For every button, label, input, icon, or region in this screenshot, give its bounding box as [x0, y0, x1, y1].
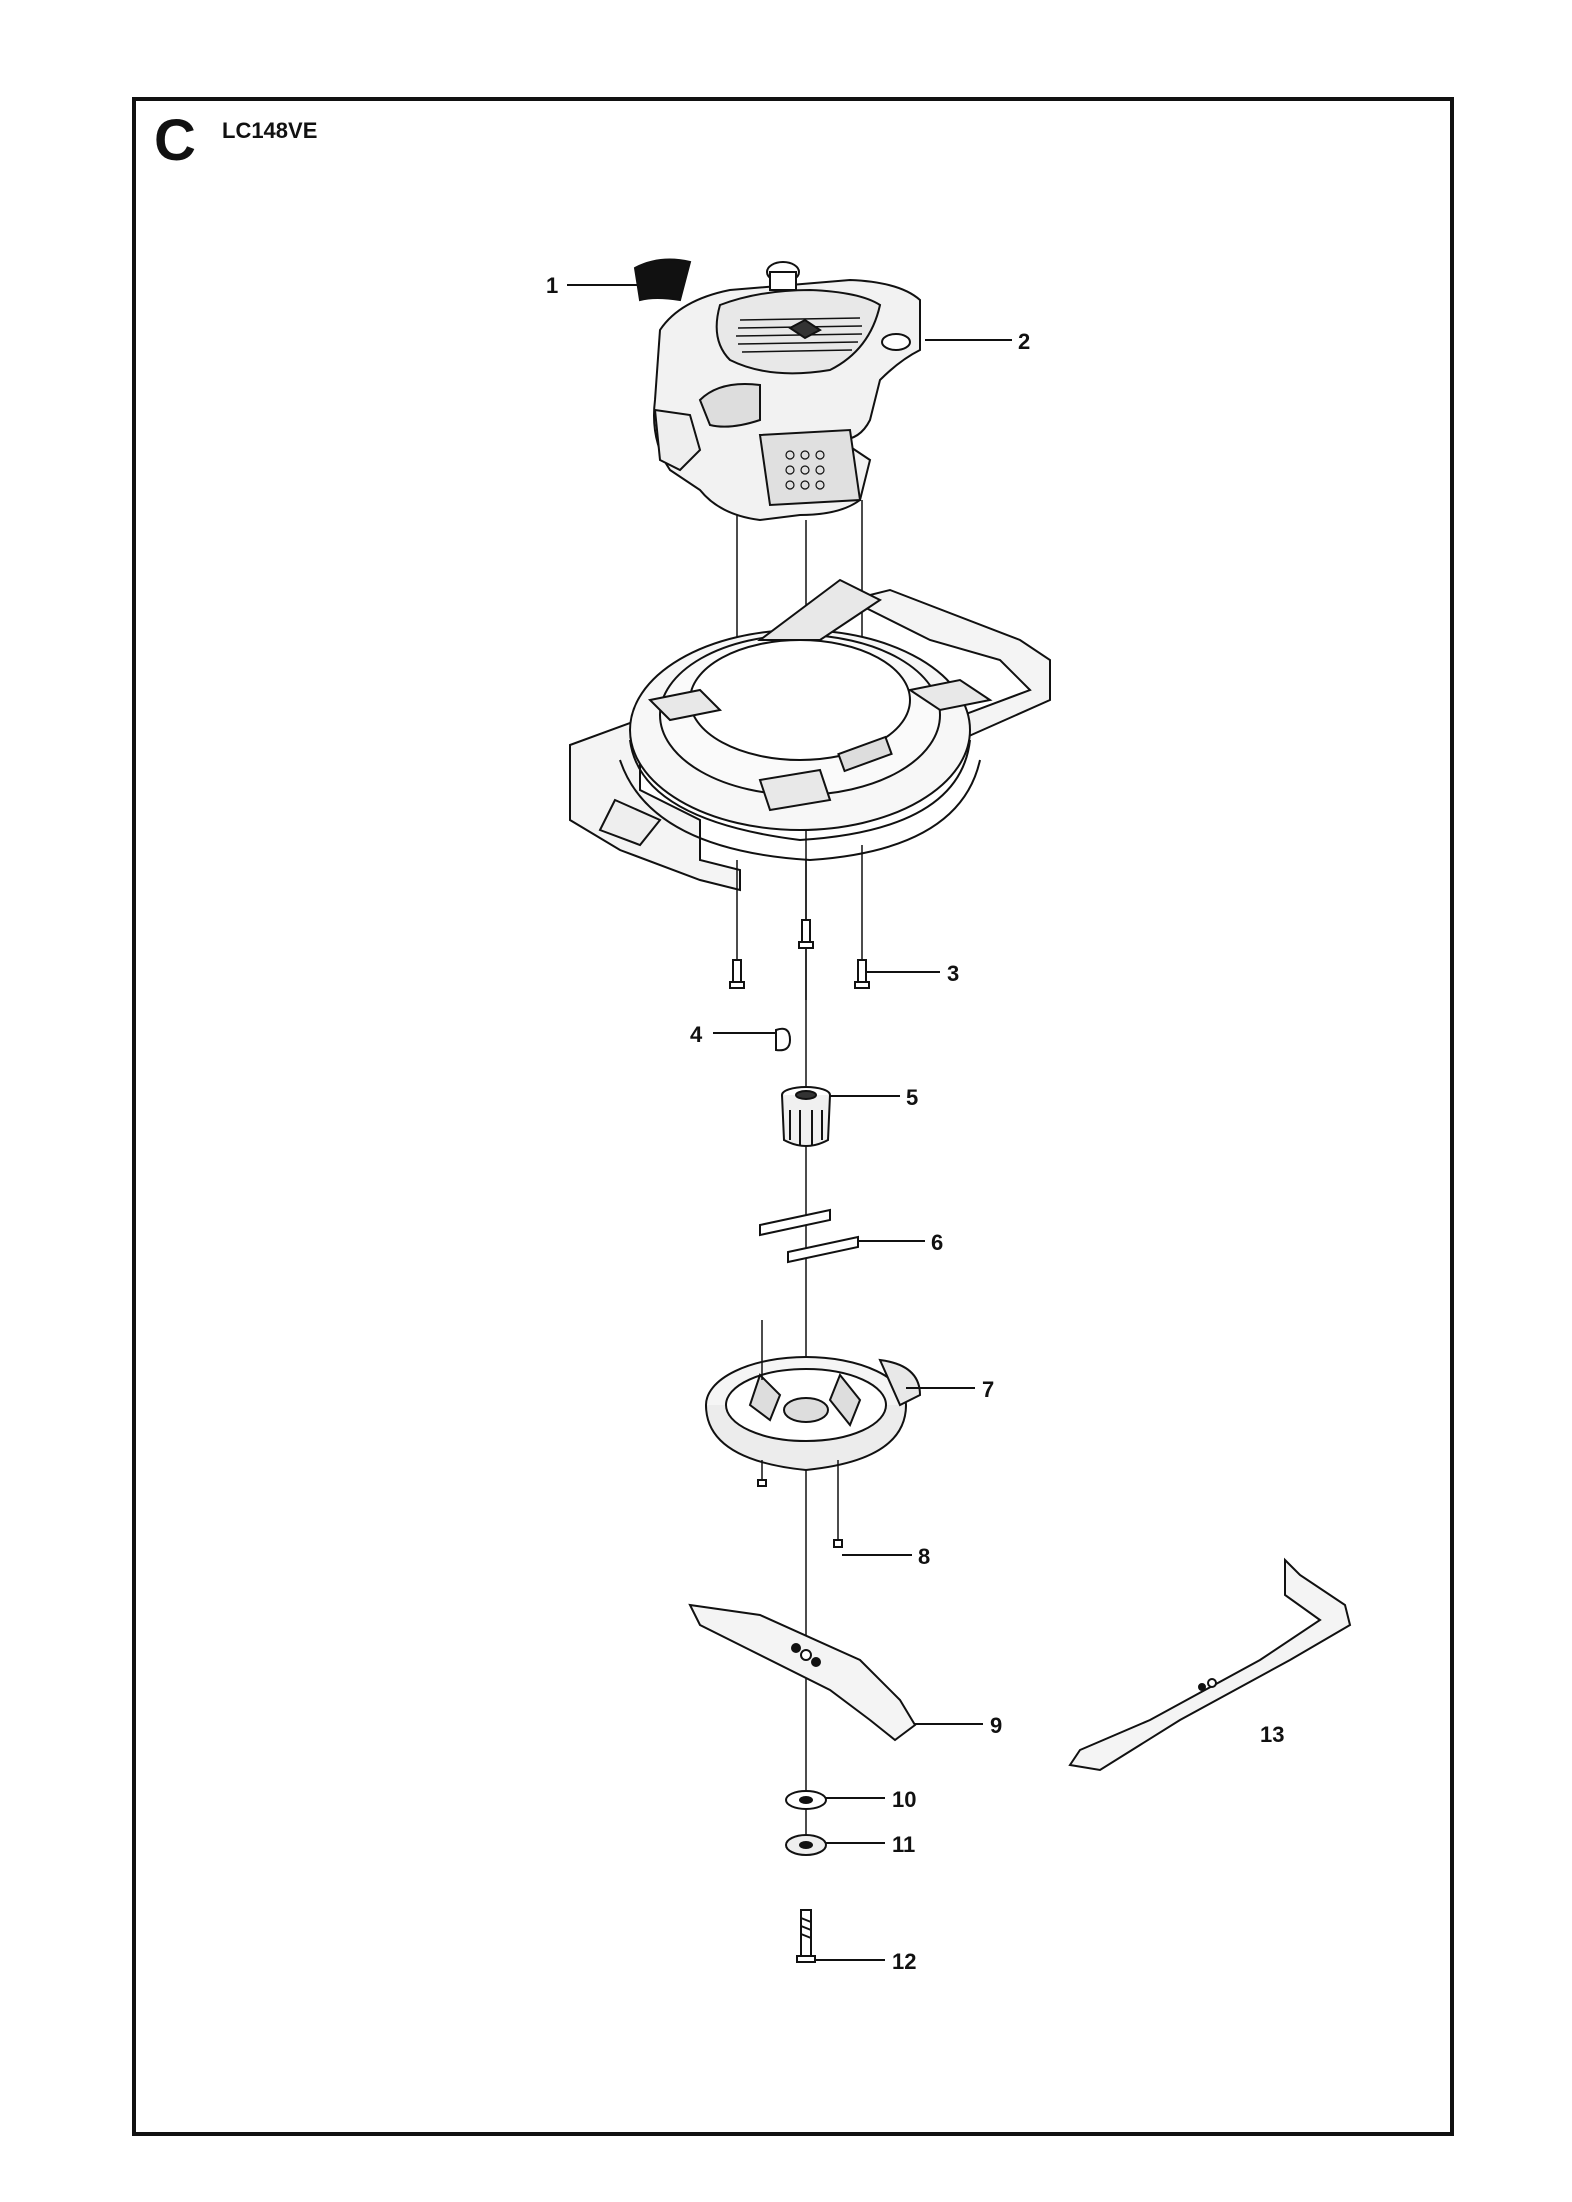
engine-part — [653, 261, 921, 522]
callout-4: 4 — [690, 1022, 703, 1047]
mower-deck — [569, 578, 1051, 892]
callout-3: 3 — [947, 961, 959, 986]
callout-5: 5 — [906, 1085, 918, 1110]
keys-part — [759, 1208, 859, 1264]
callout-9: 9 — [990, 1713, 1002, 1738]
model-name: LC148VE — [222, 118, 318, 143]
adapter-part — [781, 1086, 831, 1147]
diagram-frame — [132, 97, 1454, 2136]
callout-11: 11 — [892, 1832, 915, 1857]
blade-carrier-part — [705, 1320, 922, 1487]
callout-6: 6 — [931, 1230, 943, 1255]
key-part — [775, 1027, 792, 1052]
callout-7: 7 — [982, 1377, 994, 1402]
section-letter: C — [154, 108, 196, 173]
callout-2: 2 — [1018, 329, 1030, 354]
callout-8: 8 — [918, 1544, 930, 1569]
blade-part — [688, 1603, 917, 1742]
screw-part — [833, 1539, 843, 1548]
blade-bolt-part — [796, 1909, 816, 1963]
callout-1: 1 — [546, 273, 558, 298]
callout-12: 12 — [892, 1949, 916, 1974]
decal-part — [633, 258, 692, 302]
alt-blade-part — [1068, 1557, 1352, 1772]
callout-10: 10 — [892, 1787, 916, 1812]
deck-bolts-part — [729, 919, 870, 989]
callout-13: 13 — [1260, 1722, 1284, 1747]
